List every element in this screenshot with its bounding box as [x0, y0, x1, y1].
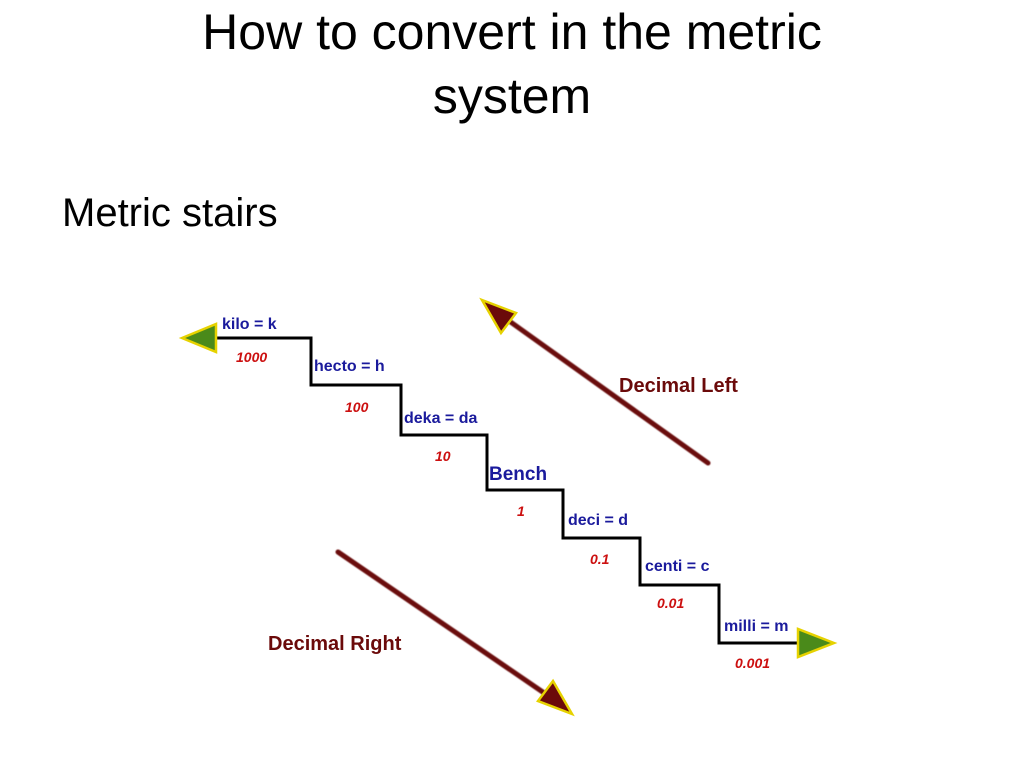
stair-value: 1	[517, 503, 525, 519]
subtitle: Metric stairs	[62, 191, 278, 235]
decimal-right-arrow: Decimal Right	[268, 549, 575, 717]
stair-step-3: Bench 1	[489, 464, 547, 519]
right-arrowhead-icon	[796, 627, 838, 659]
slide-title: How to convert in the metric system	[0, 0, 1024, 128]
title-line-2: system	[432, 68, 592, 124]
stair-value: 0.1	[590, 551, 610, 567]
stair-value: 0.001	[735, 655, 770, 671]
stair-prefix: centi = c	[645, 558, 710, 575]
stair-value: 10	[435, 448, 451, 464]
stair-prefix: Bench	[489, 464, 547, 485]
staircase-line	[215, 336, 800, 645]
stair-step-5: centi = c 0.01	[645, 558, 710, 611]
decimal-right-label: Decimal Right	[268, 633, 402, 655]
decimal-left-arrowhead-icon	[479, 297, 518, 336]
stair-prefix: deka = da	[404, 410, 477, 427]
title-line-1: How to convert in the metric	[202, 4, 822, 60]
stair-prefix: hecto = h	[314, 358, 385, 375]
decimal-left-label: Decimal Left	[619, 375, 738, 397]
stair-value: 100	[345, 399, 369, 415]
stair-step-2: deka = da 10	[404, 410, 477, 464]
stair-step-6: milli = m 0.001	[724, 618, 788, 671]
stair-step-4: deci = d 0.1	[568, 512, 628, 567]
decimal-right-arrowhead-icon	[536, 678, 575, 717]
left-arrowhead-icon	[178, 322, 218, 354]
stair-value: 1000	[236, 349, 267, 365]
stair-prefix: kilo = k	[222, 316, 277, 333]
stair-prefix: deci = d	[568, 512, 628, 529]
stair-step-0: kilo = k 1000	[222, 316, 277, 365]
decimal-left-arrow: Decimal Left	[479, 297, 738, 466]
stair-step-1: hecto = h 100	[314, 358, 385, 415]
stair-value: 0.01	[657, 595, 684, 611]
stair-prefix: milli = m	[724, 618, 788, 635]
